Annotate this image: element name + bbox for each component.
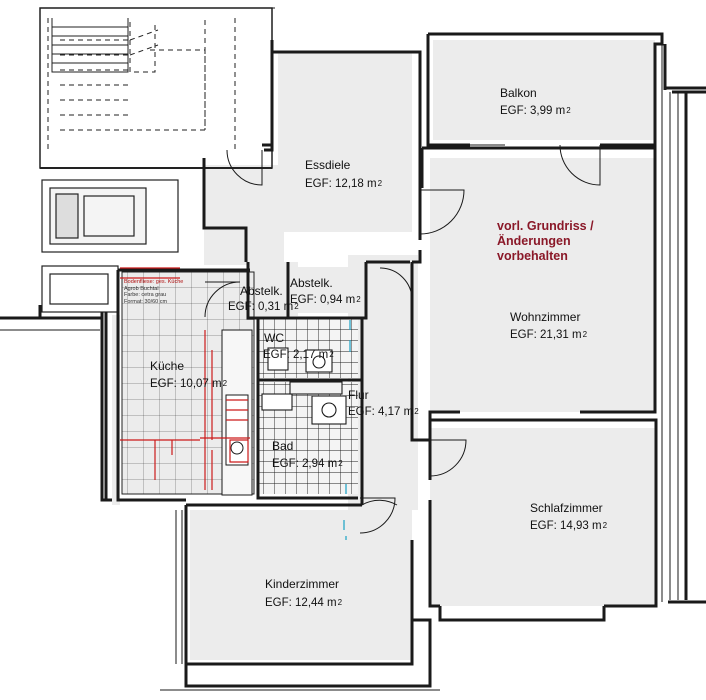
sanitary-fixtures [261, 347, 347, 425]
room-area-kinderzimmer: EGF: 12,44 m2 [265, 596, 342, 610]
room-area-flur: EGF: 4,17 m2 [348, 405, 419, 419]
tile-note-line-4: Format: 30/60 cm [124, 298, 168, 305]
area-exponent: 2 [582, 330, 588, 339]
area-value: EGF: 4,17 [348, 406, 401, 418]
area-exponent: 2 [356, 295, 361, 304]
area-value: EGF: 0,94 [290, 294, 343, 306]
room-name-wc: WC [264, 331, 284, 345]
cyan-marks [343, 320, 351, 540]
storage-fixture [41, 179, 179, 253]
room-name-kueche: Küche [150, 359, 185, 373]
room-area-balkon: EGF: 3,99 m2 [500, 104, 571, 118]
room-name-wohnzimmer: Wohnzimmer [510, 310, 581, 324]
note-line-3: vorbehalten [497, 249, 568, 263]
room-name-flur: Flur [348, 388, 369, 402]
room-area-schlafzimmer: EGF: 14,93 m2 [530, 519, 607, 533]
area-value: EGF: 12,44 [265, 597, 324, 609]
area-exponent: 2 [294, 302, 299, 311]
room-area-abstelk-2: EGF: 0,94 m2 [290, 293, 361, 307]
room-area-abstelk-1: EGF: 0,31 m2 [228, 300, 299, 314]
area-exponent: 2 [337, 598, 343, 607]
stair-steps [51, 18, 129, 73]
area-value: EGF: 10,07 [150, 378, 209, 390]
area-unit: m [327, 458, 338, 470]
area-unit: m [403, 406, 414, 418]
room-area-kueche: EGF: 10,07 m2 [150, 377, 227, 391]
room-area-essdiele: EGF: 12,18 m2 [305, 177, 382, 191]
preliminary-note: vorl. Grundriss / Änderungen vorbehalten [497, 219, 594, 264]
room-name-balkon: Balkon [500, 86, 537, 100]
note-line-2: Änderungen [497, 234, 571, 248]
area-value: EGF: 0,31 [228, 301, 281, 313]
area-exponent: 2 [338, 459, 343, 468]
wall-details [0, 7, 679, 691]
area-value: EGF: 2,17 [263, 349, 316, 361]
area-exponent: 2 [222, 379, 228, 388]
kitchen-counter [221, 329, 253, 496]
tile-note-line-1: Bodenfliese: ges. Küche [124, 279, 184, 285]
area-exponent: 2 [377, 179, 383, 188]
kitchen-installation-marks [120, 267, 250, 490]
area-exponent: 2 [566, 106, 571, 115]
walls [0, 32, 706, 688]
room-name-abstelk-1: Abstelk. [240, 284, 283, 298]
area-exponent: 2 [329, 350, 334, 359]
area-unit: m [345, 294, 356, 306]
room-name-bad: Bad [272, 439, 294, 453]
note-line-1: vorl. Grundriss / [497, 219, 594, 233]
area-unit: m [367, 178, 377, 190]
room-name-schlafzimmer: Schlafzimmer [530, 501, 603, 515]
small-fixture [41, 265, 119, 313]
staircase [39, 7, 273, 169]
area-value: EGF: 14,93 [530, 520, 589, 532]
area-value: EGF: 21,31 [510, 329, 569, 341]
area-unit: m [327, 597, 337, 609]
area-value: EGF: 3,99 [500, 105, 553, 117]
tile-spec-note: Bodenfliese: ges. Küche Agrob Buchtal Fa… [124, 279, 183, 305]
room-area-wohnzimmer: EGF: 21,31 m2 [510, 328, 587, 342]
area-exponent: 2 [602, 521, 608, 530]
floor-fills [112, 40, 656, 660]
area-value: EGF: 2,94 [272, 458, 325, 470]
room-name-abstelk-2: Abstelk. [290, 276, 333, 290]
area-unit: m [555, 105, 566, 117]
area-unit: m [318, 349, 329, 361]
area-unit: m [592, 520, 602, 532]
room-name-essdiele: Essdiele [305, 158, 351, 172]
area-value: EGF: 12,18 [305, 178, 364, 190]
room-area-wc: EGF: 2,17 m2 [263, 348, 334, 362]
tile-note-line-3: Farbe: cetra grau [124, 292, 167, 298]
room-area-bad: EGF: 2,94 m2 [272, 457, 343, 471]
area-unit: m [283, 301, 294, 313]
area-unit: m [212, 378, 222, 390]
area-unit: m [572, 329, 582, 341]
tile-note-line-2: Agrob Buchtal [124, 285, 159, 292]
doors [204, 144, 601, 640]
area-exponent: 2 [414, 407, 419, 416]
room-name-kinderzimmer: Kinderzimmer [265, 577, 340, 591]
